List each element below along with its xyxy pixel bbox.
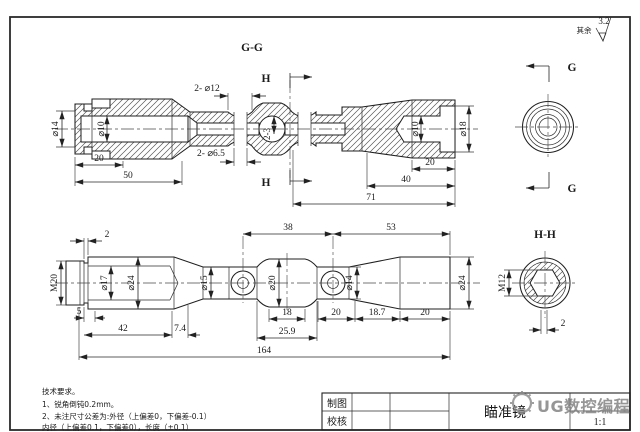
roughness-icon-tip [598,32,607,42]
dim-2x3: 2-3 [262,128,272,140]
dim-dia14-boss: ⌀14 [345,275,355,290]
dim-40: 40 [401,175,411,185]
tech-req-line1: 1、锐角倒钝0.2mm。 [42,399,118,409]
dim-18: 18 [282,308,292,318]
watermark: UG数控编程 [510,391,630,416]
tech-req-line2: 2、未注尺寸公差为:外径（上偏差0，下偏差-0.1） [42,411,211,421]
dim-25-9: 25.9 [279,327,296,337]
dim-dia18: ⌀18 [459,121,469,136]
g-marker-top: G [568,62,577,74]
dim-7-4: 7.4 [174,324,186,334]
g-marker-bottom: G [568,183,577,195]
dim-dia10-left: ⌀10 [97,121,107,136]
h-marker-top: H [262,73,271,85]
top-section-view: G-G H H [51,42,478,207]
checker-label: 校核 [327,415,347,428]
section-label-gg: G-G [241,42,263,54]
dim-20-right: 20 [425,158,435,168]
dim-dia15: ⌀15 [200,275,210,290]
drawing-scale: 1:1 [594,417,607,428]
dim-50: 50 [123,171,133,181]
part-name: 瞄准镜 [484,405,526,421]
h-marker-bottom: H [262,177,271,189]
dim-53: 53 [386,223,396,233]
technical-requirements: 技术要求。 1、锐角倒钝0.2mm。 2、未注尺寸公差为:外径（上偏差0，下偏差… [42,386,211,432]
section-label-hh: H-H [534,229,556,241]
end-view-gg: G G [515,62,581,195]
section-plane-h: H H [262,73,312,189]
bottom-view: 2 38 53 M20 ⌀17 ⌀24 ⌀15 ⌀20 ⌀14 ⌀24 [50,223,480,360]
cap-slot-top [83,103,93,112]
dim-20-a: 20 [331,308,341,318]
dim-2-step: 2 [105,230,110,240]
body-slot-bottom [91,150,111,160]
dim-dia24-right: ⌀24 [458,275,468,290]
dim-m12: M12 [498,274,508,292]
top-view-dimensions: ⌀14 ⌀10 20 50 2- ⌀12 2- ⌀6.5 2-3 ⌀10 ⌀1 [51,84,474,207]
surface-finish-note: 其余 3.2 [577,16,624,42]
dim-m20: M20 [50,274,60,292]
dim-20-left: 20 [94,154,104,164]
dim-164: 164 [257,346,272,356]
dim-dia17: ⌀17 [100,275,110,290]
dim-2xdia12: 2- ⌀12 [194,84,220,94]
dim-dia14: ⌀14 [51,121,61,136]
tech-req-title: 技术要求。 [42,386,80,396]
dim-71: 71 [366,193,376,203]
dim-20-b: 20 [420,308,430,318]
dim-dia10-right: ⌀10 [411,121,421,136]
tech-req-line3: 内径（上偏差0.1，下偏差0），长度（±0.1） [42,422,193,432]
dim-38: 38 [283,223,293,233]
bottom-view-dimensions: 2 38 53 M20 ⌀17 ⌀24 ⌀15 ⌀20 ⌀14 ⌀24 [50,223,474,360]
sheet-border [9,16,631,431]
dim-18-7: 18.7 [369,308,386,318]
dim-42: 42 [118,324,128,334]
watermark-text: UG数控编程 [537,397,630,416]
section-view-hh: H-H M12 2 [498,229,578,334]
drafter-label: 制图 [327,397,347,410]
body-slot-top [91,98,111,109]
dim-2xdia6-5: 2- ⌀6.5 [197,149,225,159]
surface-roughness-value: 3.2 [598,16,609,26]
dim-dia20: ⌀20 [268,275,278,290]
cap-slot-bottom [83,146,93,155]
dim-2-hex: 2 [561,319,566,329]
surface-note-text: 其余 [577,25,592,35]
dim-dia24-left: ⌀24 [127,275,137,290]
